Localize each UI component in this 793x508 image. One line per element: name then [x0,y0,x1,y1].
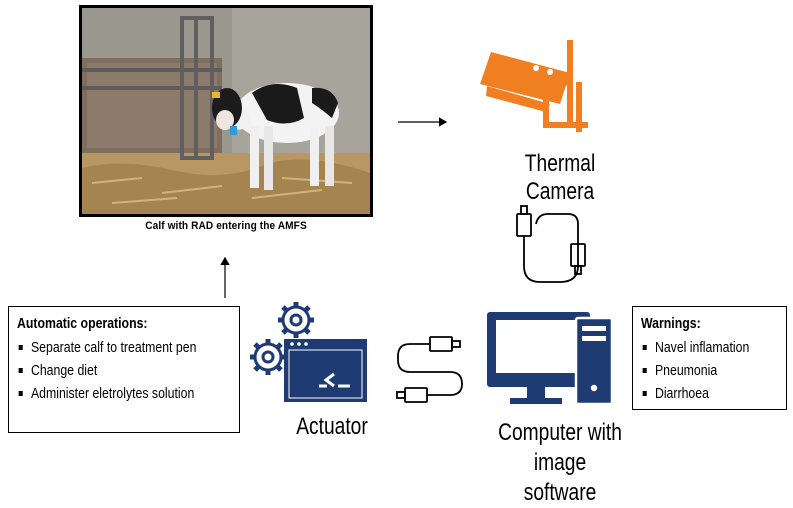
list-item: Separate calf to treatment pen [17,336,196,359]
warnings-title: Warnings: [641,315,701,332]
warnings-list: Navel inflamation Pneumonia Diarrhoea [641,336,778,405]
computer-label-line2: image software [523,449,597,506]
computer-label-line1: Computer with [498,419,622,446]
cable-camera-to-computer-icon [516,205,586,283]
desktop-computer-icon [487,312,614,406]
diagram-graphics [220,40,614,406]
thermal-camera-label: Thermal Camera [524,150,596,205]
gear-icon [278,302,314,338]
warnings-box: Warnings: Navel inflamation Pneumonia Di… [632,306,787,410]
operations-title: Automatic operations: [17,315,148,332]
calf-photo-image [82,8,370,214]
list-item: Change diet [17,359,192,382]
computer-label: Computer with image software [496,418,624,508]
operations-list: Separate calf to treatment pen Change di… [17,336,231,405]
photo-caption: Calf with RAD entering the AMFS [145,220,307,232]
terminal-window-icon [284,339,367,402]
list-item: Navel inflamation [641,336,753,359]
actuator-label: Actuator [296,413,368,440]
list-item: Administer eletrolytes solution [17,382,194,405]
automatic-operations-box: Automatic operations: Separate calf to t… [8,306,240,433]
list-item: Pneumonia [641,359,753,382]
calf-photo [79,5,373,217]
list-item: Diarrhoea [641,382,753,405]
gear-icon [250,339,286,375]
cable-actuator-to-computer-icon [396,336,463,403]
security-camera-icon [480,40,588,132]
